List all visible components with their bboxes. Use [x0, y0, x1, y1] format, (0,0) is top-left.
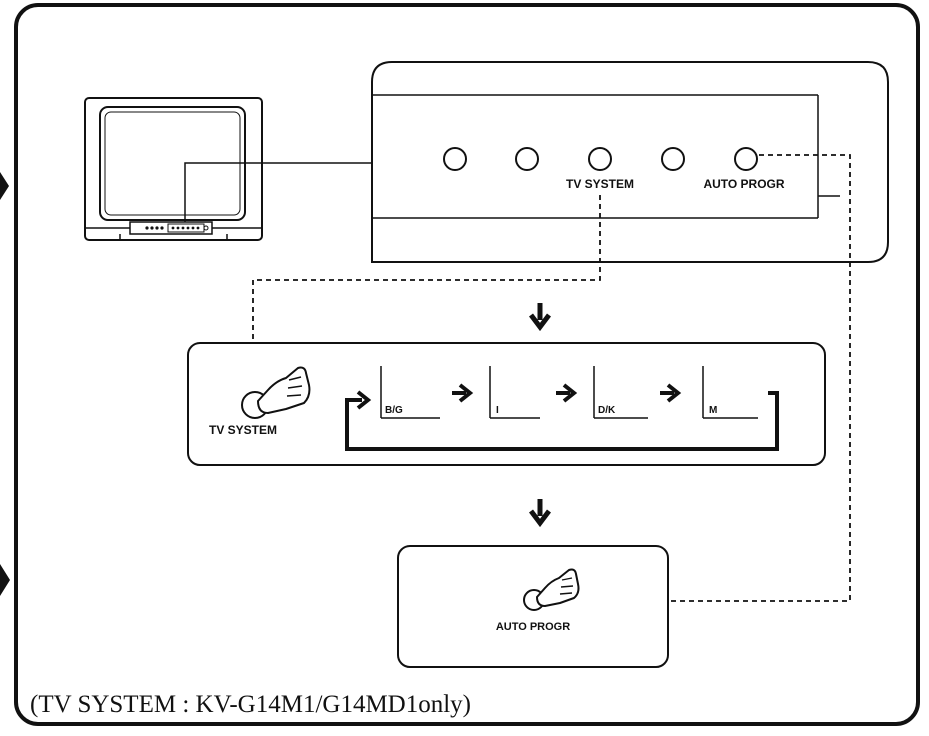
footnote-caption: (TV SYSTEM : KV-G14M1/G14MD1only): [30, 691, 471, 718]
mode-arrow-3: [660, 383, 682, 403]
panel-tv-system-button[interactable]: [588, 147, 612, 171]
mode-arrow-1: [452, 383, 474, 403]
panel-button-2[interactable]: [515, 147, 539, 171]
mode-label-dk: D/K: [598, 405, 616, 416]
left-edge-marker-top: [0, 172, 9, 200]
step-arrow-down-2: [529, 499, 551, 528]
panel-tv-system-label: TV SYSTEM: [566, 177, 634, 191]
dotted-connector-tv-system: [246, 195, 601, 390]
mode-display-dk: [593, 366, 648, 419]
auto-progr-step-label: AUTO PROGR: [496, 621, 570, 633]
dotted-connector-auto-progr: [596, 154, 851, 608]
mode-arrow-2: [556, 383, 578, 403]
step-arrow-down-1: [529, 303, 551, 332]
tv-illustration: [84, 97, 263, 241]
zoom-leader-line: [184, 162, 372, 222]
panel-button-1[interactable]: [443, 147, 467, 171]
outer-frame: [14, 3, 920, 726]
mode-display-i: [489, 366, 540, 419]
panel-button-4[interactable]: [661, 147, 685, 171]
hand-press-icon: [241, 366, 311, 419]
mode-label-m: M: [709, 405, 717, 416]
panel-auto-progr-button[interactable]: [734, 147, 758, 171]
mode-display-bg: [380, 366, 440, 419]
mode-display-m: [702, 366, 758, 419]
mode-label-bg: B/G: [385, 405, 403, 416]
hand-press-icon-auto: [523, 568, 580, 611]
mode-label-i: I: [496, 405, 499, 416]
left-edge-marker-bottom: [0, 564, 10, 596]
panel-auto-progr-label: AUTO PROGR: [703, 177, 784, 191]
mode-cycle-loop: [345, 390, 779, 451]
tv-system-step-label: TV SYSTEM: [209, 423, 277, 437]
control-panel-closeup: [371, 61, 889, 263]
